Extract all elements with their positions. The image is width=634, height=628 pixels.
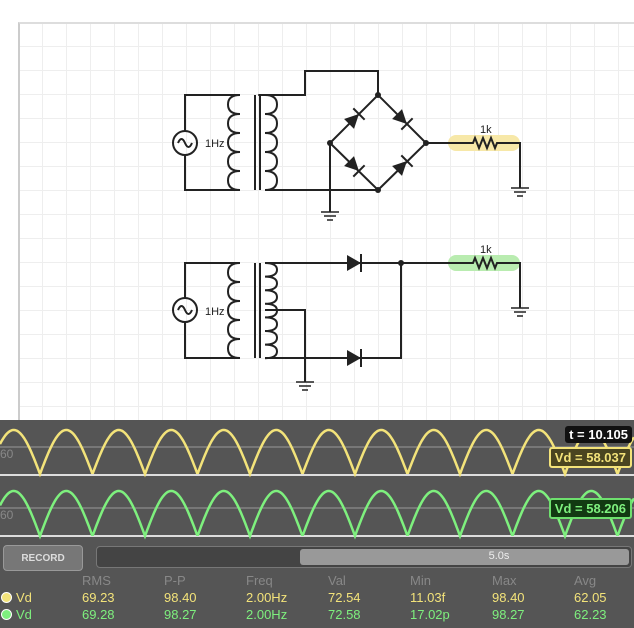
sine-icon <box>177 138 193 148</box>
transformer-core <box>254 263 261 358</box>
wire <box>265 70 379 191</box>
stat-value: 72.54 <box>328 590 361 605</box>
stat-value: 17.02p <box>410 607 450 622</box>
ac-source-icon[interactable] <box>172 297 198 323</box>
ground-icon <box>511 307 529 317</box>
stat-value: 98.40 <box>164 590 197 605</box>
trace-name: Vd <box>16 607 32 622</box>
header-rms: RMS <box>82 573 111 588</box>
circuit-diagram[interactable]: 1Hz 1k 1Hz 1k <box>0 0 634 420</box>
scope-trace-green <box>0 489 634 540</box>
stat-value: 11.03f <box>410 590 446 605</box>
center-tap-rectifier-circuit <box>172 254 529 391</box>
secondary-coil <box>258 94 279 191</box>
stat-value: 2.00Hz <box>246 607 288 622</box>
source-frequency-label: 1Hz <box>205 306 225 318</box>
wire <box>184 262 240 359</box>
trace-readout-green: Vd = 58.206 <box>548 498 632 519</box>
time-window-fill[interactable] <box>299 549 629 565</box>
trace-selector-radio[interactable] <box>1 609 12 620</box>
scope-trace-yellow <box>0 428 634 478</box>
stat-value: 69.23 <box>82 590 115 605</box>
header-freq: Freq <box>246 573 273 588</box>
bridge-rectifier-circuit <box>172 70 529 221</box>
stat-value: 98.27 <box>164 607 197 622</box>
stat-value: 72.58 <box>328 607 361 622</box>
stats-row: Vd 69.23 98.40 2.00Hz 72.54 11.03f 98.40 62.05 <box>0 589 607 606</box>
transformer-core <box>254 95 261 190</box>
source-frequency-label: 1Hz <box>205 138 225 150</box>
stat-value: 69.28 <box>82 607 115 622</box>
stat-value: 98.27 <box>492 607 525 622</box>
wire <box>265 262 448 382</box>
stats-row: Vd 69.28 98.27 2.00Hz 72.58 17.02p 98.27 62.23 <box>0 606 607 623</box>
time-window-label: 5.0s <box>488 550 510 562</box>
diode-icon <box>347 254 362 272</box>
scope-plots[interactable] <box>0 420 634 540</box>
stat-value: 62.05 <box>574 590 607 605</box>
ac-source-icon[interactable] <box>172 130 198 156</box>
ground-icon <box>511 187 529 197</box>
wire <box>184 94 240 191</box>
time-readout: t = 10.105 <box>565 426 632 443</box>
trace-name: Vd <box>16 590 32 605</box>
diode-icon <box>347 349 362 367</box>
primary-coil <box>226 262 241 359</box>
resistor-icon <box>448 135 521 188</box>
resistor-label: 1k <box>480 124 492 136</box>
resistor-icon <box>448 255 521 308</box>
circuit-canvas[interactable] <box>18 22 634 422</box>
scope-axis-label: 60 <box>0 447 14 461</box>
scope-axis-label: 60 <box>0 508 14 522</box>
resistor-label: 1k <box>480 244 492 256</box>
header-avg: Avg <box>574 573 597 588</box>
header-min: Min <box>410 573 431 588</box>
sine-icon <box>177 305 193 315</box>
header-val: Val <box>328 573 346 588</box>
header-max: Max <box>492 573 517 588</box>
trace-selector-radio[interactable] <box>1 592 12 603</box>
time-window-slider[interactable]: 5.0s <box>96 546 632 568</box>
header-pp: P-P <box>164 573 186 588</box>
trace-readout-yellow: Vd = 58.037 <box>548 447 632 468</box>
ground-icon <box>296 381 314 391</box>
stat-value: 98.40 <box>492 590 525 605</box>
stats-table: RMS P-P Freq Val Min Max Avg Vd 69.23 98.… <box>0 572 607 623</box>
ground-icon <box>321 211 339 221</box>
record-button[interactable]: RECORD <box>3 545 83 571</box>
stat-value: 2.00Hz <box>246 590 288 605</box>
bridge-wires <box>329 93 448 212</box>
primary-coil <box>226 94 241 191</box>
oscilloscope-panel[interactable]: 60 60 t = 10.105 Vd = 58.037 Vd = 58.206… <box>0 420 634 628</box>
stat-value: 62.23 <box>574 607 607 622</box>
